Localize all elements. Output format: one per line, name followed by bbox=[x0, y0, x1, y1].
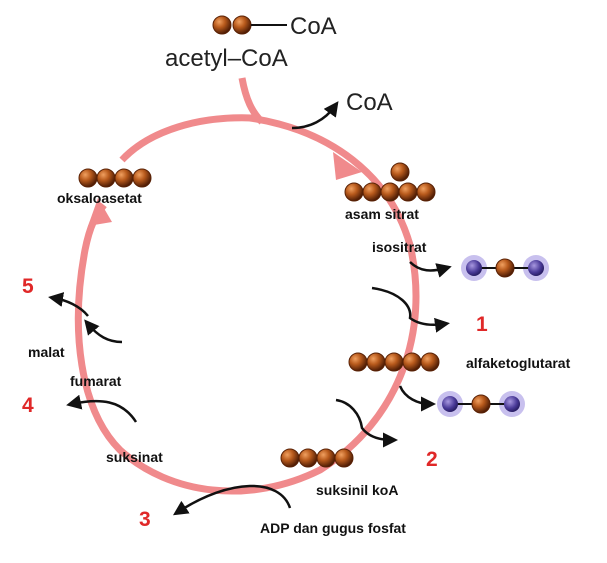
cycle-arc bbox=[74, 114, 420, 495]
carbon-ball bbox=[398, 182, 418, 202]
carbon-ball bbox=[280, 448, 300, 468]
oxygen-ball bbox=[466, 260, 482, 276]
carbon-ball bbox=[132, 168, 152, 188]
co2-release-2: 2 bbox=[335, 385, 525, 471]
carbon-ball bbox=[78, 168, 98, 188]
compound-label: oksaloasetat bbox=[57, 190, 142, 206]
oxygen-ball bbox=[528, 260, 544, 276]
acetyl-entry-stem bbox=[238, 77, 265, 125]
acetyl-coa-label: acetyl–CoA bbox=[165, 45, 288, 72]
compound-label: asam sitrat bbox=[345, 206, 419, 222]
co2-arrow bbox=[398, 385, 436, 412]
carbon-ball bbox=[390, 162, 410, 182]
carbon-ball bbox=[416, 182, 436, 202]
carbon-ball bbox=[114, 168, 134, 188]
oxygen-ball bbox=[442, 396, 458, 412]
step-5: 5 bbox=[22, 275, 89, 317]
coa-release-label: CoA bbox=[346, 89, 393, 116]
step-4: 4 bbox=[22, 394, 138, 423]
succinyl-coa: suksinil koA bbox=[280, 448, 398, 498]
carbon-ball bbox=[96, 168, 116, 188]
step-number: 2 bbox=[426, 448, 438, 471]
carbon-ball bbox=[316, 448, 336, 468]
compound-label: malat bbox=[28, 344, 65, 360]
carbon-ball bbox=[366, 352, 386, 372]
cycle-top-arc bbox=[119, 114, 253, 163]
carbon-ball bbox=[471, 394, 491, 414]
compound-label: suksinat bbox=[106, 449, 163, 465]
co2-arrow bbox=[409, 261, 452, 278]
carbon-ball bbox=[380, 182, 400, 202]
acetyl-coa-molecule: CoA acetyl–CoA bbox=[165, 13, 337, 72]
substrate-phosphorylation: ADP dan gugus fosfat 3 bbox=[139, 484, 406, 536]
compound-label: alfaketoglutarat bbox=[466, 355, 571, 371]
co2-release-1: 1 bbox=[371, 255, 549, 336]
compound-label: suksinil koA bbox=[316, 482, 398, 498]
carbon-ball bbox=[298, 448, 318, 468]
oxaloacetate: oksaloasetat bbox=[57, 168, 152, 206]
co2-icon bbox=[461, 255, 549, 281]
step-number: 5 bbox=[22, 275, 34, 298]
step-number: 3 bbox=[139, 508, 151, 531]
cycle-arrowhead-citrate bbox=[333, 152, 362, 180]
step-2-arrow bbox=[335, 398, 398, 448]
malate-arrow bbox=[84, 319, 123, 344]
carbon-ball bbox=[384, 352, 404, 372]
carbon-ball bbox=[212, 15, 232, 35]
carbon-ball bbox=[344, 182, 364, 202]
carbon-ball bbox=[402, 352, 422, 372]
cycle-arrowhead-oxaloacetate bbox=[88, 198, 112, 226]
step-number: 4 bbox=[22, 394, 34, 417]
adp-label: ADP dan gugus fosfat bbox=[260, 520, 406, 536]
compound-label: isositrat bbox=[372, 239, 427, 255]
carbon-ball bbox=[232, 15, 252, 35]
carbon-ball bbox=[495, 258, 515, 278]
carbon-ball bbox=[420, 352, 440, 372]
oxygen-ball bbox=[504, 396, 520, 412]
step-5-arrow bbox=[48, 292, 89, 317]
carbon-ball bbox=[348, 352, 368, 372]
coa-label: CoA bbox=[290, 13, 337, 40]
co2-icon bbox=[437, 391, 525, 417]
carbon-ball bbox=[334, 448, 354, 468]
carbon-ball bbox=[362, 182, 382, 202]
step-4-arrow bbox=[66, 394, 138, 423]
step-3-arrow bbox=[172, 484, 292, 516]
cycle-ring bbox=[74, 77, 420, 495]
citric-acid: asam sitrat bbox=[344, 162, 436, 222]
step-1-arrow bbox=[371, 286, 450, 333]
step-number: 1 bbox=[476, 313, 488, 336]
alpha-ketoglutarate: alfaketoglutarat bbox=[348, 352, 571, 372]
compound-label: fumarat bbox=[70, 373, 122, 389]
coa-release: CoA bbox=[291, 89, 393, 130]
coa-release-arrow bbox=[291, 101, 339, 130]
